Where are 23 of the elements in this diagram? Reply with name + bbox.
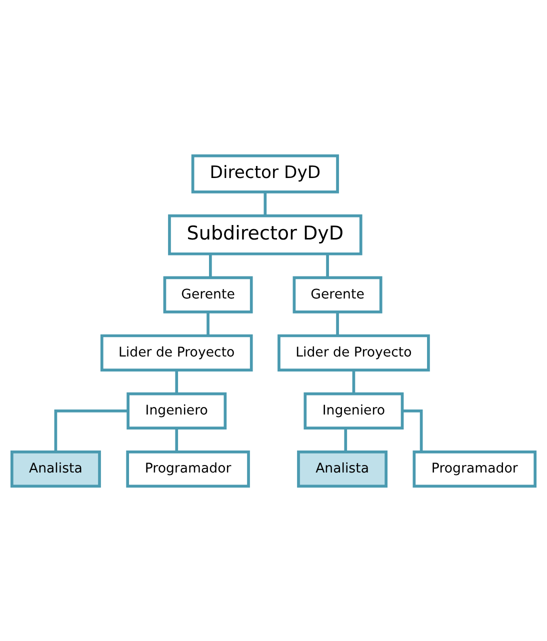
connector (352, 370, 356, 394)
connector (402, 409, 423, 452)
connector (264, 192, 267, 216)
node-box: Programador (412, 450, 537, 488)
node-box: Subdirector DyD (168, 214, 362, 255)
connector (336, 312, 339, 335)
node-box: Programador (126, 450, 250, 488)
node-box: Director DyD (191, 154, 339, 193)
node-box: Lider de Proyecto (278, 334, 430, 371)
node-box: Ingeniero (304, 392, 404, 430)
connector (326, 254, 329, 278)
connector (54, 409, 128, 452)
node-box: Lider de Proyecto (100, 334, 253, 371)
connector (175, 370, 178, 394)
connector (175, 428, 178, 452)
node-box: Ingeniero (126, 392, 227, 430)
node-box: Gerente (163, 276, 253, 313)
connector (344, 428, 348, 452)
node-box: Analista (297, 450, 388, 488)
node-box: Analista (10, 450, 101, 488)
connector (209, 254, 212, 278)
node-box: Gerente (292, 276, 382, 313)
connector (206, 312, 210, 335)
